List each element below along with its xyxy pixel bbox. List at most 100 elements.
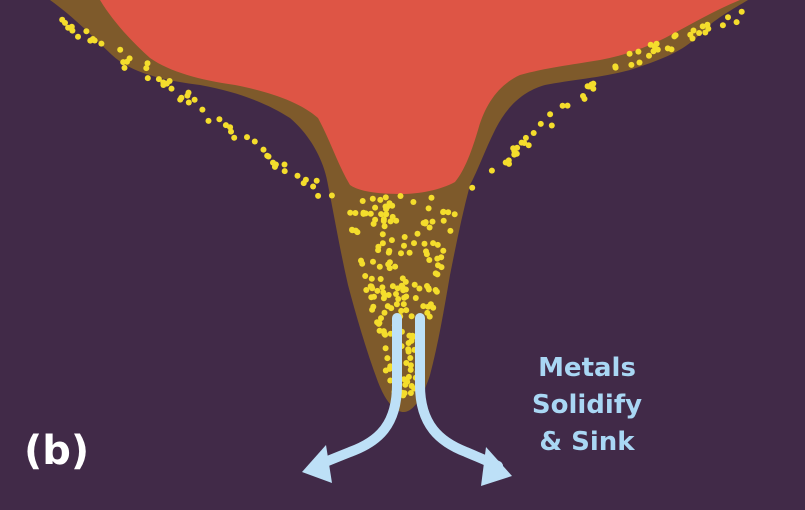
metal-droplet (565, 103, 571, 109)
metal-droplet (117, 47, 123, 53)
metal-droplet (383, 204, 389, 210)
metal-droplet (408, 390, 414, 396)
metal-droplet (360, 198, 366, 204)
metal-droplet (510, 145, 516, 151)
metal-droplet (521, 140, 527, 146)
caption-line-1: Metals (522, 350, 652, 387)
metal-droplet (503, 160, 509, 166)
metal-droplet (369, 276, 375, 282)
metal-droplet (400, 275, 406, 281)
metal-droplet (669, 46, 675, 52)
metal-droplet (394, 301, 400, 307)
metal-droplet (401, 243, 407, 249)
metal-droplet (361, 210, 367, 216)
metal-droplet (635, 49, 641, 55)
metal-droplet (371, 221, 377, 227)
metal-droplet (426, 285, 432, 291)
metal-droplet (178, 95, 184, 101)
metal-droplet (369, 284, 375, 290)
metal-droplet (160, 79, 166, 85)
metal-droplet (382, 223, 388, 229)
metal-droplet (489, 168, 495, 174)
metal-droplet (696, 30, 702, 36)
metal-droplet (301, 180, 307, 186)
metal-droplet (421, 220, 427, 226)
metal-droplet (422, 241, 428, 247)
metal-droplet (184, 93, 190, 99)
metal-droplet (370, 304, 376, 310)
metal-droplet (122, 65, 128, 71)
metal-droplet (386, 292, 392, 298)
metal-droplet (415, 231, 421, 237)
metal-droplet (368, 211, 374, 217)
metal-droplet (402, 390, 408, 396)
metal-droplet (401, 295, 407, 301)
metal-droplet (315, 193, 321, 199)
metal-droplet (264, 153, 270, 159)
metal-droplet (409, 313, 415, 319)
metal-droplet (392, 264, 398, 270)
metal-droplet (380, 231, 386, 237)
metal-droplet (690, 36, 696, 42)
metal-droplet (383, 194, 389, 200)
metal-droplet (531, 130, 537, 136)
metal-droplet (734, 19, 740, 25)
metal-droplet (92, 38, 98, 44)
metal-droplet (282, 168, 288, 174)
metal-droplet (314, 178, 320, 184)
metal-droplet (169, 86, 175, 92)
metal-droplet (374, 288, 380, 294)
metal-droplet (547, 111, 553, 117)
metal-droplet (273, 162, 279, 168)
metal-droplet (127, 55, 133, 61)
metal-droplet (186, 100, 192, 106)
metal-droplet (372, 205, 378, 211)
metal-droplet (426, 205, 432, 211)
metal-droplet (359, 261, 365, 267)
metal-droplet (223, 122, 229, 128)
metal-droplet (452, 211, 458, 217)
metal-droplet (385, 261, 391, 267)
metal-droplet (400, 287, 406, 293)
metal-droplet (382, 332, 388, 338)
metal-droplet (231, 135, 237, 141)
metal-droplet (362, 273, 368, 279)
metal-droplet (398, 308, 404, 314)
metal-droplet (75, 34, 81, 40)
metal-droplet (427, 225, 433, 231)
metal-droplet (145, 75, 151, 81)
metal-droplet (371, 294, 377, 300)
metal-droplet (375, 244, 381, 250)
metal-droplet (192, 97, 198, 103)
metal-droplet (720, 22, 726, 28)
metal-droplet (413, 295, 419, 301)
metal-droplet (143, 65, 149, 71)
metal-droplet (691, 28, 697, 34)
metal-droplet (402, 234, 408, 240)
metal-droplet (410, 199, 416, 205)
metal-droplet (199, 107, 205, 113)
metal-droplet (377, 197, 383, 203)
metal-droplet (383, 345, 389, 351)
metal-droplet (383, 368, 389, 374)
metal-droplet (216, 116, 222, 122)
metal-droplet (582, 96, 588, 102)
metal-droplet (62, 20, 68, 26)
metal-droplet (389, 237, 395, 243)
metal-droplet (206, 118, 212, 124)
metal-droplet (407, 355, 413, 361)
metal-droplet (511, 152, 517, 158)
metal-droplet (370, 196, 376, 202)
caption-line-2: Solidify (522, 387, 652, 424)
metal-droplet (120, 59, 126, 65)
metal-droplet (347, 210, 353, 216)
metal-droplet (69, 28, 75, 34)
metal-droplet (725, 14, 731, 20)
metal-droplet (352, 210, 358, 216)
metal-droplet (407, 250, 413, 256)
metal-droplet (98, 41, 104, 47)
metal-droplet (637, 60, 643, 66)
metal-droplet (381, 216, 387, 222)
